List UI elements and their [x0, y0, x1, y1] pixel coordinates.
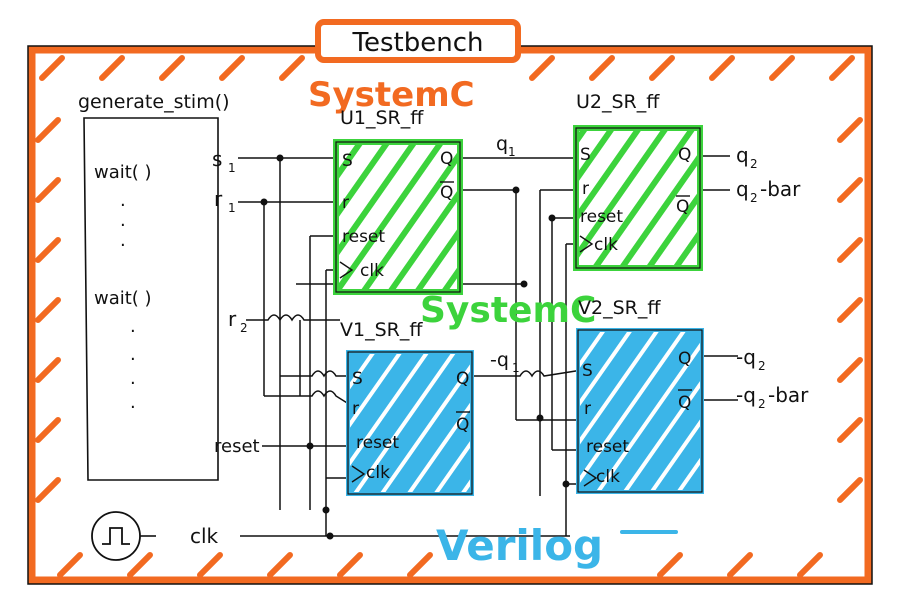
- svg-text:reset: reset: [356, 433, 399, 453]
- svg-text:.: .: [120, 190, 126, 211]
- svg-text:S: S: [580, 145, 591, 165]
- svg-text:S: S: [582, 361, 593, 381]
- svg-text:.: .: [130, 368, 136, 389]
- signal-q1-top: q: [496, 133, 508, 155]
- svg-text:Q: Q: [676, 197, 689, 217]
- signal-reset-label: reset: [214, 436, 260, 457]
- v2-output-q2-bar: -q: [736, 383, 756, 407]
- svg-text:clk: clk: [360, 261, 384, 281]
- svg-text:2: 2: [750, 191, 758, 205]
- svg-text:reset: reset: [342, 227, 385, 247]
- svg-text:reset: reset: [580, 207, 623, 227]
- svg-text:S: S: [342, 151, 353, 171]
- svg-text:Q: Q: [440, 149, 453, 169]
- clock-waveform-icon: [102, 527, 130, 545]
- block-u1-name: U1_SR_ff: [340, 107, 424, 129]
- svg-text:Q: Q: [456, 415, 469, 435]
- svg-text:Q: Q: [440, 183, 453, 203]
- verilog-label: Verilog: [436, 521, 603, 570]
- block-u1-sr-ff: U1_SR_ff S r reset clk Q Q: [333, 107, 463, 295]
- svg-text:1: 1: [228, 161, 236, 175]
- svg-text:.: .: [130, 316, 136, 337]
- svg-text:clk: clk: [596, 467, 620, 487]
- u2-output-q2: q: [736, 143, 749, 167]
- testbench-title-box: Testbench: [315, 19, 521, 63]
- svg-text:Q: Q: [678, 393, 691, 413]
- stimulus-wait-1: wait( ): [94, 162, 152, 183]
- svg-text:.: .: [130, 344, 136, 365]
- svg-text:S: S: [352, 369, 363, 389]
- block-v1-sr-ff: V1_SR_ff S r reset clk Q Q: [340, 319, 474, 496]
- svg-text:Q: Q: [456, 369, 469, 389]
- svg-text:-bar: -bar: [768, 383, 809, 407]
- svg-text:clk: clk: [366, 463, 390, 483]
- clock-generator: clk: [91, 511, 570, 561]
- svg-text:r: r: [584, 399, 591, 419]
- svg-text:.: .: [130, 392, 136, 413]
- svg-text:1: 1: [512, 361, 520, 375]
- svg-text:reset: reset: [586, 437, 629, 457]
- signal-s1-label: s: [212, 147, 222, 171]
- stimulus-block: generate_stim() wait( ) . . . wait( ) . …: [78, 91, 260, 481]
- svg-text:.: .: [120, 210, 126, 231]
- v2-output-q2: -q: [736, 345, 756, 369]
- svg-text:clk: clk: [594, 235, 618, 255]
- svg-text:2: 2: [240, 321, 248, 335]
- svg-text:2: 2: [750, 157, 758, 171]
- clock-label: clk: [190, 524, 219, 548]
- wire-junctions: [260, 154, 570, 540]
- block-v1-name: V1_SR_ff: [340, 319, 423, 341]
- stimulus-title: generate_stim(): [78, 91, 230, 113]
- svg-text:.: .: [120, 230, 126, 251]
- signal-q1-bottom: -q: [490, 349, 509, 371]
- svg-text:r: r: [352, 399, 359, 419]
- signal-r1-label: r: [214, 187, 223, 211]
- stimulus-wait-2: wait( ): [94, 288, 152, 309]
- systemc-middle-label: SystemC: [420, 290, 596, 331]
- block-v2-name: V2_SR_ff: [578, 297, 661, 319]
- svg-text:Q: Q: [678, 145, 691, 165]
- svg-text:2: 2: [758, 397, 766, 411]
- svg-text:r: r: [342, 193, 349, 213]
- u2-output-q2-bar: q: [736, 177, 749, 201]
- testbench-title: Testbench: [352, 28, 484, 58]
- svg-text:1: 1: [228, 201, 236, 215]
- signal-r2-label: r: [228, 307, 237, 331]
- svg-text:-bar: -bar: [760, 177, 801, 201]
- block-v2-sr-ff: V2_SR_ff S r reset clk Q Q -q 2 -q 2 -ba…: [576, 297, 809, 494]
- block-u2-name: U2_SR_ff: [576, 91, 660, 113]
- block-u2-sr-ff: U2_SR_ff S r reset clk Q Q q 2 q 2 -bar: [573, 91, 801, 271]
- testbench-language-label: SystemC: [308, 75, 475, 115]
- svg-text:1: 1: [508, 145, 516, 159]
- svg-text:2: 2: [758, 359, 766, 373]
- svg-text:r: r: [582, 179, 589, 199]
- svg-text:Q: Q: [678, 349, 691, 369]
